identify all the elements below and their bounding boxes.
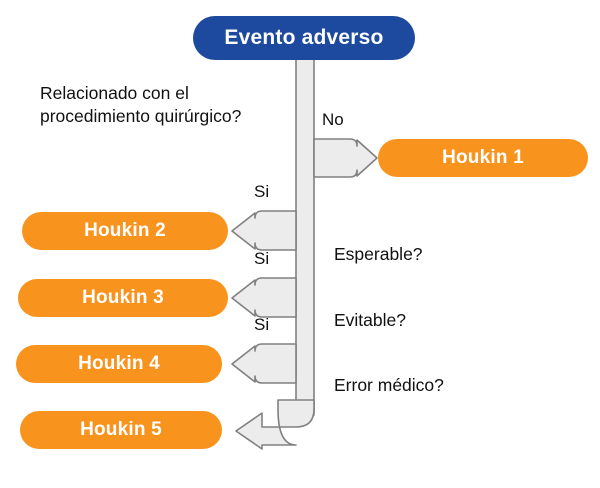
arrow-si-2 xyxy=(231,277,297,318)
edge-label-si-2: Si xyxy=(254,249,270,268)
node-houkin-2[interactable]: Houkin 2 xyxy=(22,212,228,250)
edge-label-si-1: Si xyxy=(254,182,270,201)
node-houkin-3-label: Houkin 3 xyxy=(82,287,164,308)
node-evento-adverso-label: Evento adverso xyxy=(224,26,384,49)
arrow-bottom-elbow xyxy=(235,399,315,450)
node-houkin-4[interactable]: Houkin 4 xyxy=(16,345,222,383)
node-houkin-1[interactable]: Houkin 1 xyxy=(378,139,588,177)
question-label-evitable: Evitable? xyxy=(334,310,406,330)
spine-connector xyxy=(295,55,315,416)
edge-label-no: No xyxy=(322,110,344,129)
arrow-no-right xyxy=(313,138,378,178)
node-evento-adverso[interactable]: Evento adverso xyxy=(193,16,415,60)
question-label-error-medico: Error médico? xyxy=(334,375,444,395)
node-houkin-2-label: Houkin 2 xyxy=(84,220,166,241)
arrow-si-1 xyxy=(231,210,297,251)
node-houkin-4-label: Houkin 4 xyxy=(78,353,160,374)
node-houkin-3[interactable]: Houkin 3 xyxy=(18,279,228,317)
question-label-relacionado-procedimiento: Relacionado con el procedimiento quirúrg… xyxy=(40,83,242,127)
question-label-esperable: Esperable? xyxy=(334,244,423,264)
arrow-si-3 xyxy=(231,343,297,384)
node-houkin-1-label: Houkin 1 xyxy=(442,147,524,168)
node-houkin-5[interactable]: Houkin 5 xyxy=(20,411,222,449)
node-houkin-5-label: Houkin 5 xyxy=(80,419,162,440)
edge-label-si-3: Si xyxy=(254,315,270,334)
